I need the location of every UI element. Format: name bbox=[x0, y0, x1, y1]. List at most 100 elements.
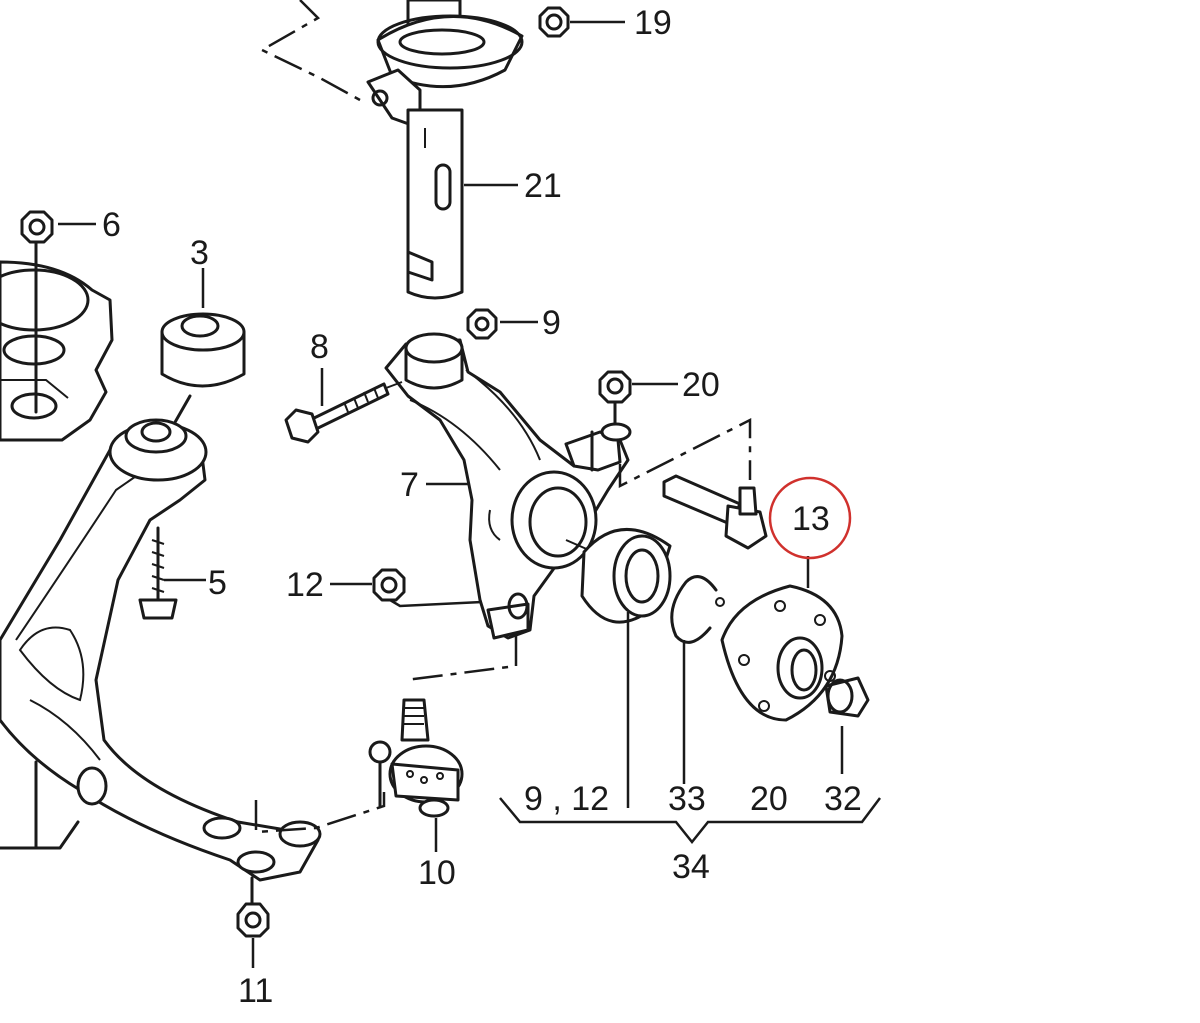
label-group-20: 20 bbox=[750, 780, 788, 818]
ball-joint-rivet-2 bbox=[420, 776, 428, 784]
ball-joint-bolt-head bbox=[368, 740, 392, 764]
tie-rod-link bbox=[618, 417, 752, 489]
bolt-8: 8 bbox=[284, 328, 403, 444]
strut-seat-rim bbox=[376, 14, 524, 70]
knuckle-rib bbox=[409, 399, 501, 471]
label-6: 6 bbox=[102, 206, 121, 244]
knuckle-ear bbox=[488, 509, 501, 541]
label-13: 13 bbox=[792, 500, 830, 538]
control-arm-outline bbox=[0, 820, 80, 850]
bracket-34 bbox=[499, 797, 881, 845]
bolt-8-head bbox=[284, 408, 320, 444]
bushing-3: 3 bbox=[160, 234, 246, 426]
strut-mount-link bbox=[259, 0, 361, 102]
kit-bracket-34: 9 , 12 33 20 32 34 bbox=[499, 780, 881, 886]
hub-bore bbox=[790, 648, 818, 692]
nut-9: 9 bbox=[466, 304, 561, 342]
bolt-8-tip bbox=[385, 381, 403, 389]
ball-joint-thread bbox=[404, 707, 424, 725]
nut-19: 19 bbox=[538, 4, 672, 42]
hub-nut-32-body bbox=[824, 676, 870, 718]
strut-bracket-hole bbox=[371, 89, 389, 107]
nut-12-hex bbox=[372, 568, 406, 602]
hub-bolt-hole-4 bbox=[758, 700, 770, 712]
bushing-3-hole bbox=[180, 314, 220, 338]
nut-11: 11 bbox=[236, 876, 273, 1010]
bearing-face bbox=[612, 534, 672, 618]
hub-nut-32-face bbox=[826, 678, 854, 714]
hub-nut-32 bbox=[824, 676, 870, 774]
circlip-eye bbox=[715, 597, 725, 607]
nut-9-hex bbox=[466, 308, 498, 340]
circlip-ring bbox=[670, 575, 718, 644]
highlight-circle bbox=[768, 476, 852, 560]
label-10: 10 bbox=[418, 854, 456, 892]
control-arm-rear-bushing bbox=[76, 766, 108, 806]
control-arm-hole-2 bbox=[278, 820, 322, 848]
control-arm-bushing-hole bbox=[140, 421, 172, 443]
bolt-8-thread bbox=[343, 387, 379, 413]
bolt-5: 5 bbox=[138, 526, 227, 620]
knuckle-lower-arm bbox=[486, 602, 530, 640]
nut-20-hex bbox=[598, 370, 632, 404]
strut-clamp bbox=[406, 250, 434, 282]
control-arm-rib-2 bbox=[29, 699, 101, 761]
nut-11-hex bbox=[236, 902, 270, 938]
subframe-line bbox=[0, 379, 69, 399]
bushing-3-line bbox=[172, 394, 192, 426]
strut-seat-inner bbox=[398, 28, 486, 56]
label-20: 20 bbox=[682, 366, 720, 404]
ball-joint-10: 10 bbox=[368, 636, 518, 892]
wheel-bearing bbox=[580, 527, 672, 808]
label-12: 12 bbox=[286, 566, 324, 604]
nut-19-hole bbox=[545, 13, 563, 31]
knuckle-strut-clamp bbox=[404, 332, 464, 364]
label-34: 34 bbox=[672, 848, 710, 886]
control-arm-body bbox=[0, 430, 320, 882]
hub-bolt-hole-3 bbox=[824, 670, 836, 682]
knuckle-lower-hole bbox=[507, 592, 529, 620]
nut-20-washer bbox=[600, 422, 632, 442]
label-group-33: 33 bbox=[668, 780, 706, 818]
ball-joint-link bbox=[254, 792, 386, 834]
subframe-lower-washer bbox=[10, 392, 58, 420]
label-3: 3 bbox=[190, 234, 209, 272]
nut-11-hole bbox=[244, 911, 262, 929]
tie-rod-end: 20 bbox=[598, 366, 768, 550]
label-11: 11 bbox=[238, 972, 273, 1010]
nut-6-hole bbox=[28, 218, 46, 236]
ball-joint-base bbox=[418, 798, 450, 818]
label-21: 21 bbox=[524, 167, 562, 205]
label-7: 7 bbox=[400, 466, 419, 504]
bolt-5-thread bbox=[151, 539, 165, 593]
lower-control-arm bbox=[0, 418, 386, 882]
bolt-5-head bbox=[138, 598, 178, 620]
nut-6-hex bbox=[20, 210, 54, 244]
bearing-inner bbox=[624, 548, 660, 604]
nut-12: 12 bbox=[286, 566, 483, 608]
ball-joint-stud bbox=[400, 698, 430, 742]
knuckle-rib-2 bbox=[465, 369, 541, 461]
nut-12-link bbox=[389, 598, 483, 608]
circlip-33 bbox=[670, 575, 725, 784]
strut-slot bbox=[434, 163, 452, 211]
label-8: 8 bbox=[310, 328, 329, 366]
nut-12-hole bbox=[380, 576, 398, 594]
ball-joint-rivet-1 bbox=[406, 770, 414, 778]
subframe-mount-ring bbox=[0, 268, 90, 332]
control-arm-hole-1 bbox=[202, 816, 242, 840]
hub-bolt-hole-5 bbox=[738, 654, 750, 666]
tie-rod-stud bbox=[738, 486, 758, 516]
label-group-9-12: 9 , 12 bbox=[524, 780, 609, 818]
wheel-hub-13: 13 bbox=[720, 476, 852, 722]
hub-bolt-hole-1 bbox=[774, 600, 786, 612]
knuckle-bore-inner bbox=[528, 486, 588, 558]
label-19: 19 bbox=[634, 4, 672, 42]
subframe-mount bbox=[0, 236, 114, 442]
label-group-32: 32 bbox=[824, 780, 862, 818]
control-arm-hole-3 bbox=[236, 850, 276, 874]
control-arm-rib-1 bbox=[15, 471, 143, 641]
label-5: 5 bbox=[208, 564, 227, 602]
subframe-washer bbox=[2, 334, 66, 366]
